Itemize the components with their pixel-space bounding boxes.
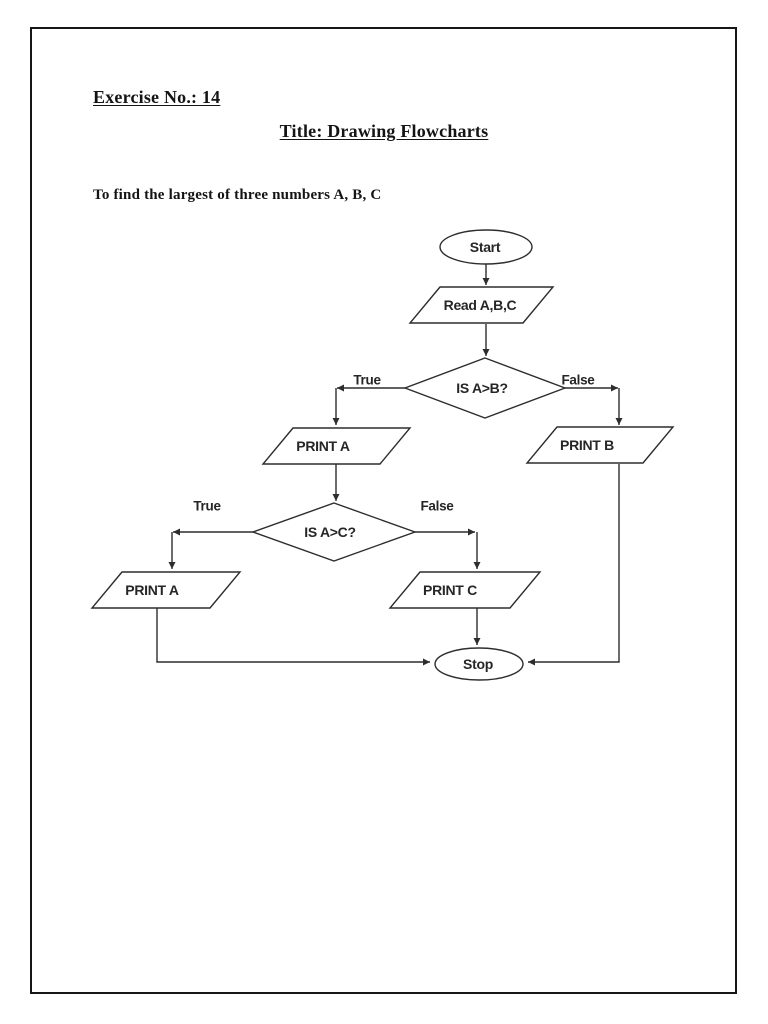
decision1-false-branch-label: False (561, 372, 595, 388)
exercise-heading: Exercise No.: 14 (93, 87, 221, 107)
stop-node-label: Stop (463, 656, 493, 672)
print-a-first-node-label: PRINT A (296, 438, 350, 454)
print-a-second-node-label: PRINT A (125, 582, 179, 598)
print-a-first-parallelogram-shape (261, 427, 412, 465)
connector-printa2-to-stop (156, 608, 430, 666)
start-node-label: Start (469, 239, 501, 255)
decision2-true-branch-label: True (193, 498, 221, 514)
decision1-diamond-shape (403, 357, 567, 419)
connector-printb-to-stop (528, 464, 620, 666)
decision2-node-label: IS A>C? (304, 524, 356, 540)
decision2-diamond-shape (250, 502, 418, 562)
problem-statement: To find the largest of three numbers A, … (93, 187, 382, 203)
decision1-node-label: IS A>B? (456, 380, 508, 396)
page-title-text: Title: Drawing Flowcharts (279, 121, 489, 141)
print-b-node-label: PRINT B (560, 437, 614, 453)
stop-terminator-shape (434, 647, 524, 681)
print-a-second-parallelogram-shape (90, 571, 242, 609)
print-b-parallelogram-shape (525, 426, 675, 464)
start-terminator-shape (439, 229, 533, 265)
page-title: Title: Drawing Flowcharts (0, 121, 768, 142)
print-c-parallelogram-shape (388, 571, 542, 609)
read-node-label: Read A,B,C (443, 297, 517, 313)
decision2-false-branch-label: False (420, 498, 454, 514)
decision1-true-branch-label: True (353, 372, 381, 388)
read-parallelogram-shape (408, 286, 555, 324)
print-c-node-label: PRINT C (423, 582, 477, 598)
